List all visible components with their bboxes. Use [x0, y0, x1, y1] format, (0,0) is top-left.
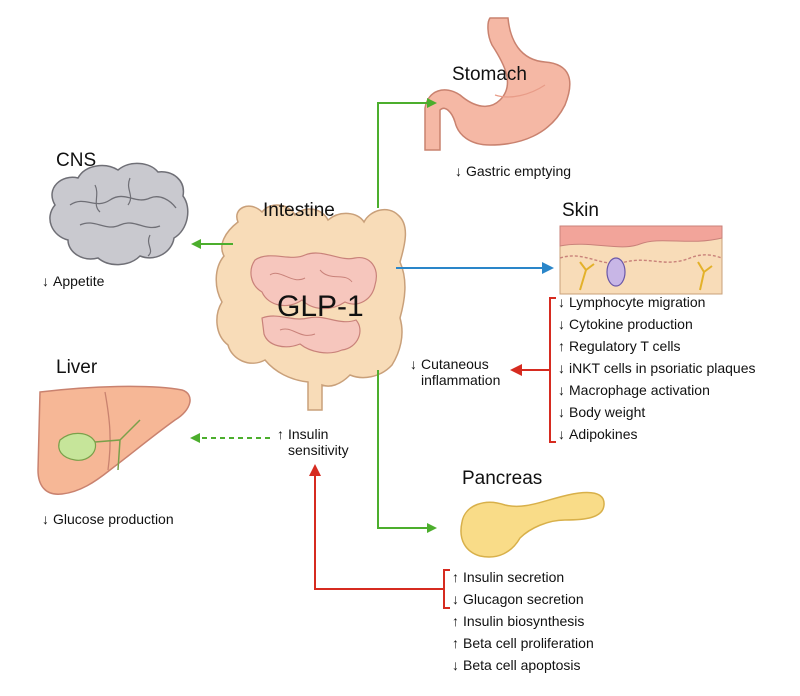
skin-effects-list: ↓Lymphocyte migration ↓Cytokine producti…: [558, 291, 756, 445]
stomach-title: Stomach: [452, 64, 527, 85]
brain-icon: [49, 162, 189, 266]
list-item: ↓Beta cell apoptosis: [452, 654, 594, 676]
direction-arrow-icon: ↓: [558, 382, 565, 398]
cns-title: CNS: [56, 150, 97, 171]
pancreas-title: Pancreas: [462, 468, 543, 489]
list-item: ↓Cytokine production: [558, 313, 756, 335]
direction-arrow-icon: ↑: [452, 635, 459, 651]
down-arrow-icon: ↓: [455, 163, 462, 179]
direction-arrow-icon: ↑: [452, 613, 459, 629]
direction-arrow-icon: ↓: [558, 360, 565, 376]
direction-arrow-icon: ↓: [452, 657, 459, 673]
liver-effect: ↓Glucose production: [42, 508, 174, 530]
liver-icon: [37, 385, 191, 495]
glp1-label: GLP-1: [277, 290, 364, 323]
list-item: ↓Glucagon secretion: [452, 588, 594, 610]
cns-effect-text: Appetite: [53, 273, 105, 289]
arrow-to-stomach: [377, 98, 437, 208]
list-item: ↑Beta cell proliferation: [452, 632, 594, 654]
intestine-title: Intestine: [263, 200, 335, 221]
list-item: ↓Macrophage activation: [558, 379, 756, 401]
direction-arrow-icon: ↓: [558, 426, 565, 442]
direction-arrow-icon: ↓: [558, 404, 565, 420]
skin-title: Skin: [562, 200, 599, 221]
intestine-icon: [215, 204, 407, 411]
down-arrow-icon: ↓: [42, 273, 49, 289]
direction-arrow-icon: ↑: [558, 338, 565, 354]
stomach-effect: ↓Gastric emptying: [455, 160, 571, 182]
direction-arrow-icon: ↑: [452, 569, 459, 585]
cutaneous-inflammation-label: ↓Cutaneous inflammation: [410, 356, 501, 388]
list-item: ↓iNKT cells in psoriatic plaques: [558, 357, 756, 379]
list-item: ↑Insulin secretion: [452, 566, 594, 588]
pancreas-icon: [460, 491, 605, 558]
list-item: ↑Regulatory T cells: [558, 335, 756, 357]
stomach-icon: [424, 17, 571, 151]
skin-icon: [559, 225, 723, 295]
down-arrow-icon: ↓: [410, 356, 417, 372]
direction-arrow-icon: ↓: [558, 294, 565, 310]
direction-arrow-icon: ↓: [452, 591, 459, 607]
stomach-effect-text: Gastric emptying: [466, 163, 572, 179]
list-item: ↓Lymphocyte migration: [558, 291, 756, 313]
down-arrow-icon: ↓: [42, 511, 49, 527]
up-arrow-icon: ↑: [277, 426, 284, 442]
direction-arrow-icon: ↓: [558, 316, 565, 332]
skin-effects-bracket: [549, 297, 556, 443]
list-item: ↑Insulin biosynthesis: [452, 610, 594, 632]
liver-effect-text: Glucose production: [53, 511, 174, 527]
liver-title: Liver: [56, 357, 98, 378]
pancreas-effects-bracket: [443, 569, 450, 609]
arrow-to-insulin-sensitivity: [309, 464, 444, 590]
cns-effect: ↓Appetite: [42, 270, 104, 292]
pancreas-effects-list: ↑Insulin secretion ↓Glucagon secretion ↑…: [452, 566, 594, 676]
list-item: ↓Body weight: [558, 401, 756, 423]
arrow-to-pancreas: [377, 370, 437, 533]
insulin-sensitivity-label: ↑Insulin sensitivity: [277, 426, 349, 458]
list-item: ↓Adipokines: [558, 423, 756, 445]
